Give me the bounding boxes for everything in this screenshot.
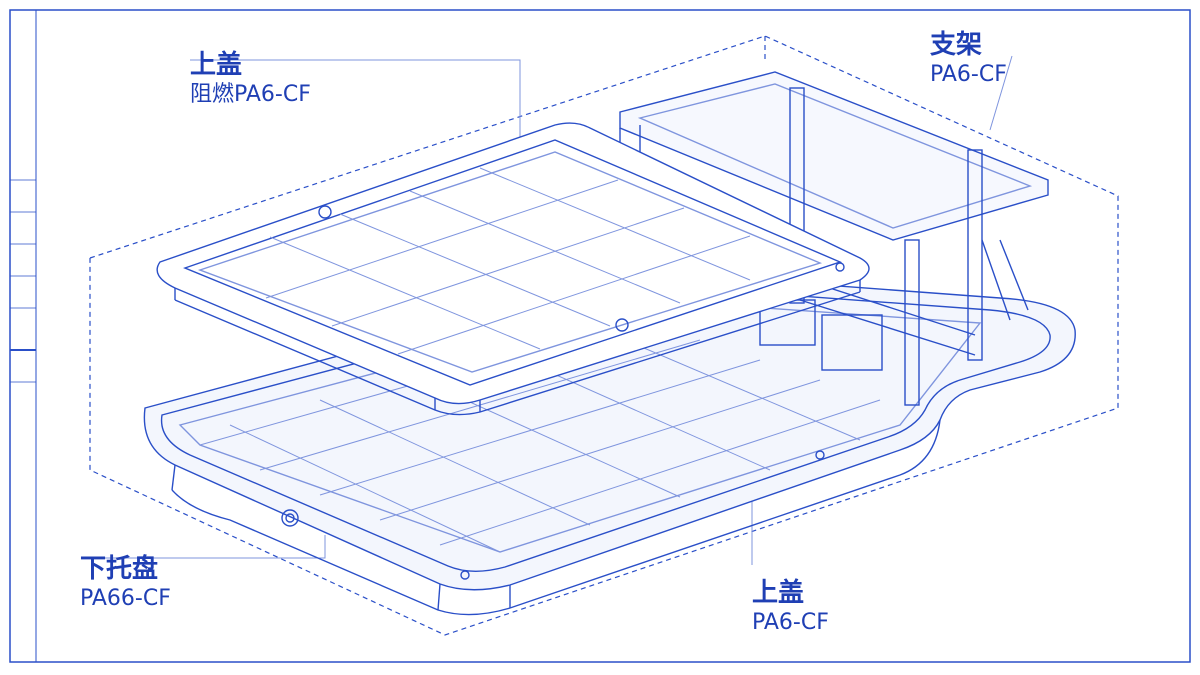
callout-bracket-material: PA6-CF	[930, 62, 1007, 87]
callout-lower-tray-title: 下托盘	[80, 554, 159, 584]
callout-top-cover-title: 上盖	[190, 50, 243, 80]
callout-bracket: 支架 PA6-CF	[930, 32, 1007, 86]
callout-cover-lower-title: 上盖	[752, 578, 805, 608]
callout-top-cover-material: 阻燃PA6-CF	[190, 82, 311, 107]
callout-bracket-title: 支架	[930, 30, 983, 60]
callout-cover-lower-material: PA6-CF	[752, 610, 829, 635]
callout-top-cover: 上盖 阻燃PA6-CF	[190, 52, 311, 106]
bounding-box	[89, 35, 1119, 636]
callout-lower-tray-material: PA66-CF	[80, 586, 171, 611]
cover-ribs	[265, 167, 751, 355]
top-cover	[156, 122, 870, 416]
drawing-frame	[9, 9, 1191, 663]
callout-cover-lower: 上盖 PA6-CF	[752, 580, 829, 634]
callout-lower-tray: 下托盘 PA66-CF	[80, 556, 171, 610]
bracket-frame	[619, 71, 1049, 406]
